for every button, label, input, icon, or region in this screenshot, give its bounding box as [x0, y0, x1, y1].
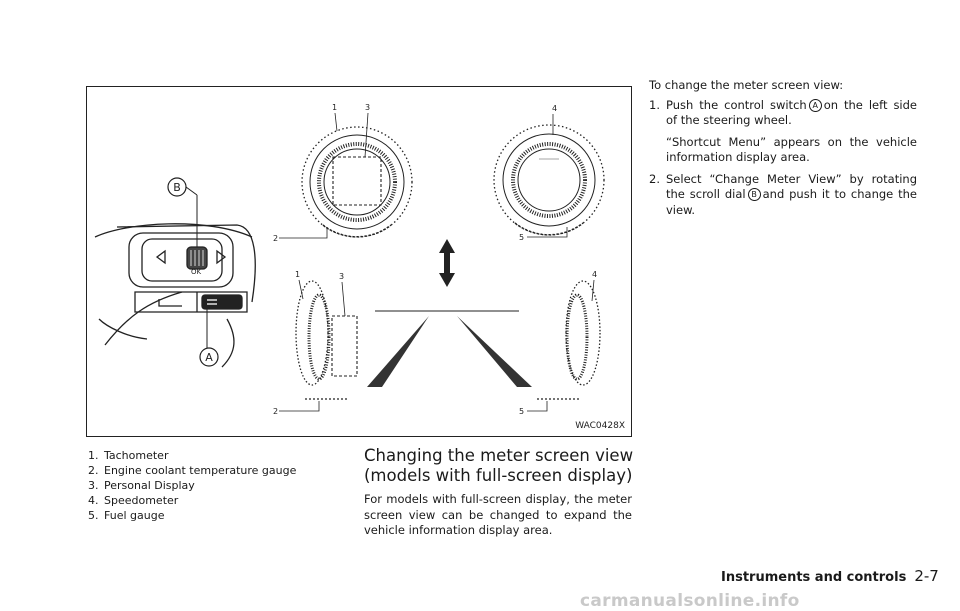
legend-item: 2.Engine coolant temperature gauge	[88, 464, 297, 477]
legend-item: 1.Tachometer	[88, 449, 169, 462]
callout-5-bottom: 5	[519, 407, 524, 416]
speedometer-gauge-top	[493, 124, 605, 236]
callout-4-top: 4	[552, 104, 557, 113]
step-1-note: “Shortcut Menu” appears on the vehicle i…	[666, 134, 917, 165]
callout-4-bottom: 4	[592, 270, 597, 279]
instructions-intro: To change the meter screen view:	[649, 78, 844, 92]
callout-1-bottom: 1	[295, 270, 300, 279]
callout-3-top: 3	[365, 103, 370, 112]
callout-2-bottom: 2	[273, 407, 278, 416]
callout-a-label: A	[205, 351, 213, 364]
legend-item: 3.Personal Display	[88, 479, 195, 492]
legend-item: 4.Speedometer	[88, 494, 179, 507]
callout-3-bottom: 3	[339, 272, 344, 281]
callout-b-label: B	[173, 181, 181, 194]
callout-5-top: 5	[519, 233, 524, 242]
step-2: 2. Select “Change Meter View” by rotatin…	[649, 171, 917, 217]
page-number: 2-7	[914, 567, 939, 585]
circle-b-icon: B	[747, 188, 761, 201]
illustration-figure: OK B A 1 3 2	[86, 86, 632, 437]
watermark: carmanualsonline.info	[580, 591, 800, 611]
steering-switch-drawing	[94, 223, 256, 368]
switch-ok-label: OK	[191, 268, 202, 276]
callout-1-top: 1	[332, 103, 337, 112]
footer-section-name: Instruments and controls	[721, 570, 907, 585]
meter-view-illustration: OK B A 1 3 2	[94, 103, 605, 416]
figure-code: WAC0428X	[575, 421, 625, 431]
figure-legend: 1.Tachometer 2.Engine coolant temperatur…	[88, 448, 296, 523]
instructions-column: To change the meter screen view: 1. Push…	[649, 78, 917, 224]
double-arrow-icon	[439, 239, 455, 287]
callout-2-top: 2	[273, 234, 278, 243]
section-heading: Changing the meter screen view (models w…	[364, 446, 634, 485]
tachometer-gauge-top	[301, 126, 413, 238]
section-body: For models with full-screen display, the…	[364, 492, 632, 537]
legend-item: 5.Fuel gauge	[88, 509, 165, 522]
expanded-meter-view	[295, 280, 601, 400]
page-footer: Instruments and controls 2-7	[721, 567, 939, 585]
circle-a-icon: A	[808, 98, 822, 112]
callout-a-marker	[199, 347, 219, 367]
